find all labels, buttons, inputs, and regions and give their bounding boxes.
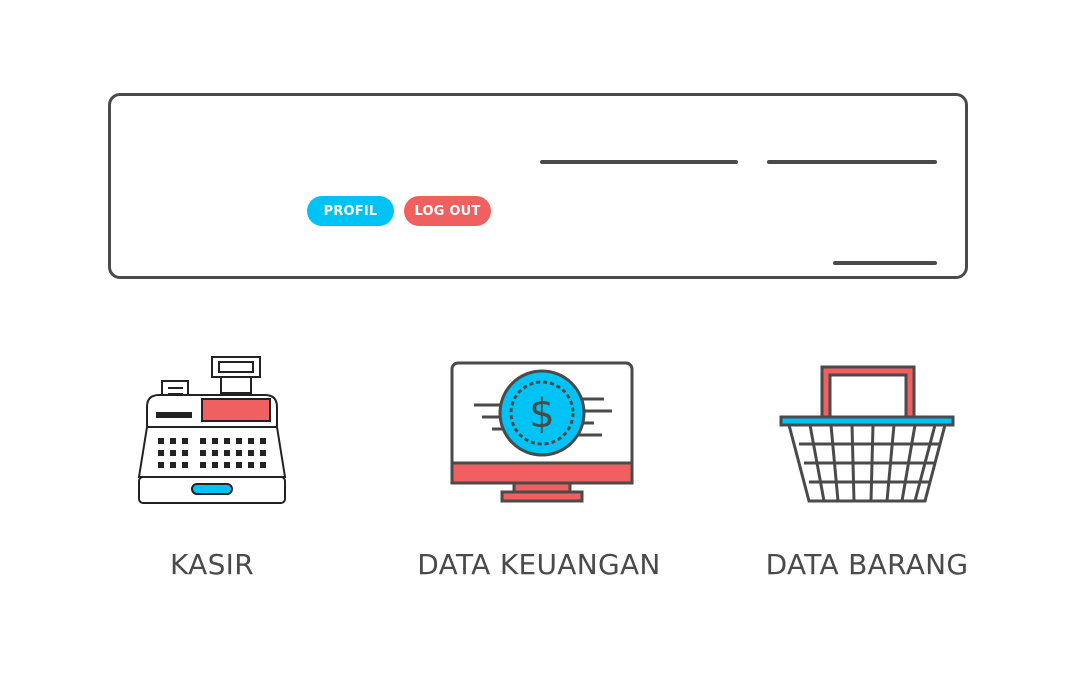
- menu-item-label: DATA KEUANGAN: [417, 548, 661, 581]
- menu-item-label: KASIR: [169, 548, 254, 581]
- menu-item-data-barang[interactable]: DATA BARANG: [717, 350, 1017, 590]
- finance-monitor-icon: $: [444, 350, 634, 510]
- svg-text:$: $: [529, 391, 554, 437]
- header-line-right: [767, 160, 937, 164]
- header-line-left: [540, 160, 738, 164]
- shopping-basket-icon: [777, 350, 957, 510]
- menu-item-kasir[interactable]: KASIR: [62, 350, 362, 590]
- cash-register-icon: [137, 350, 287, 510]
- menu-item-label: DATA BARANG: [765, 548, 969, 581]
- logout-button[interactable]: LOG OUT: [404, 196, 491, 226]
- header-card: PROFIL LOG OUT: [108, 93, 968, 279]
- header-line-bottom: [833, 261, 937, 265]
- menu-item-data-keuangan[interactable]: $ DATA KEUANGAN: [389, 350, 689, 590]
- profile-button[interactable]: PROFIL: [307, 196, 394, 226]
